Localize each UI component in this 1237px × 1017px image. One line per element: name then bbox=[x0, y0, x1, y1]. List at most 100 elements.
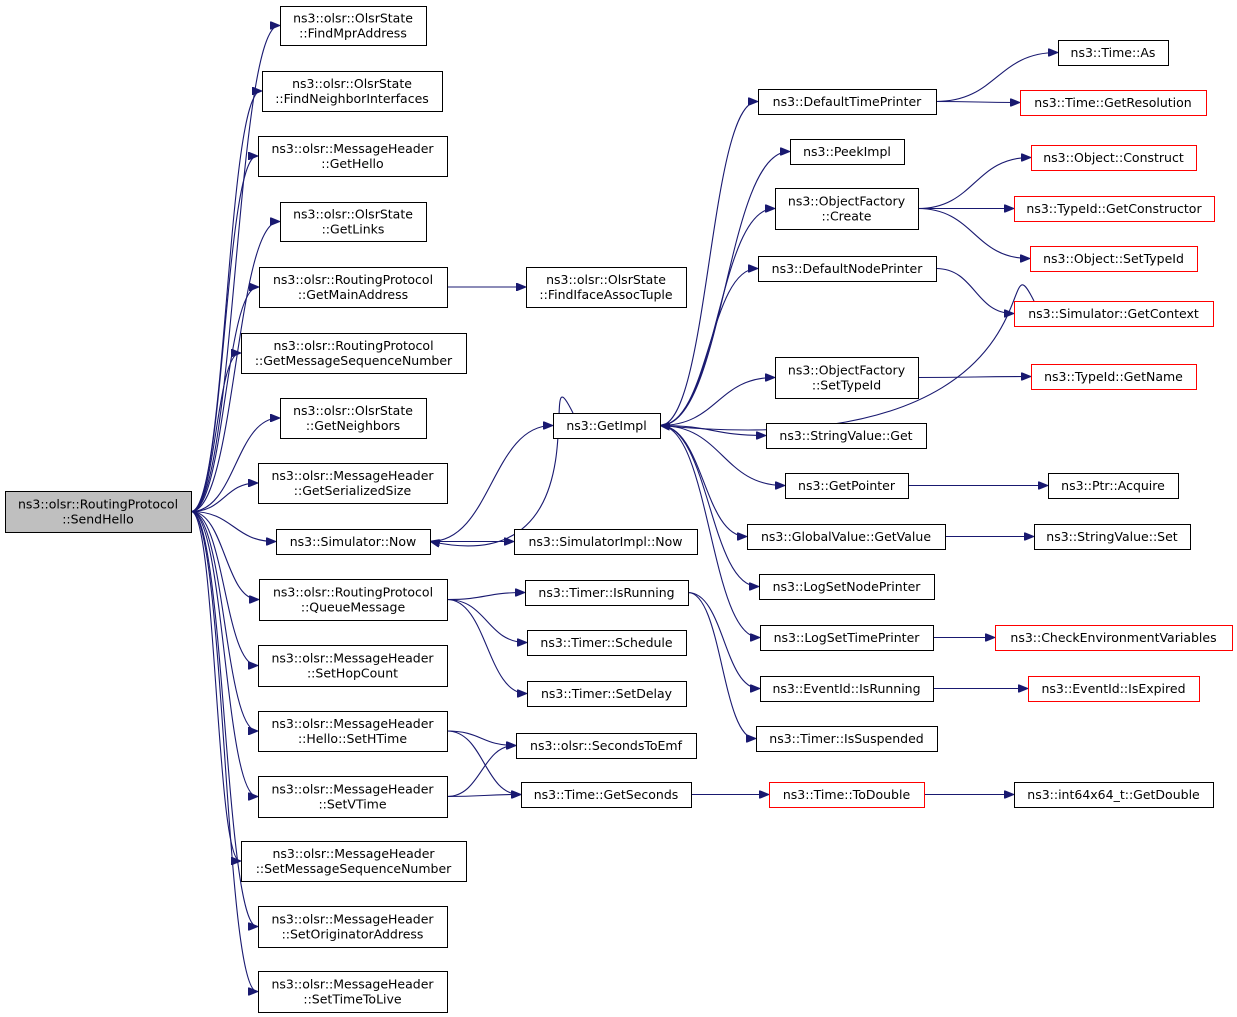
node-box bbox=[1048, 473, 1179, 499]
node-queueMsg[interactable]: ns3::olsr::RoutingProtocol::QueueMessage bbox=[259, 579, 448, 621]
node-box bbox=[280, 6, 427, 46]
node-getSerSize[interactable]: ns3::olsr::MessageHeader::GetSerializedS… bbox=[258, 463, 448, 504]
node-setMsgSeq[interactable]: ns3::olsr::MessageHeader::SetMessageSequ… bbox=[241, 841, 467, 882]
node-objSetTypeId[interactable]: ns3::Object::SetTypeId bbox=[1030, 246, 1198, 272]
node-box bbox=[1030, 246, 1198, 272]
node-timerIsSuspended[interactable]: ns3::Timer::IsSuspended bbox=[756, 726, 938, 752]
node-getNeighbors[interactable]: ns3::olsr::OlsrState::GetNeighbors bbox=[280, 398, 427, 439]
node-secondsToEmf[interactable]: ns3::olsr::SecondsToEmf bbox=[516, 733, 697, 759]
node-label: ns3::EventId::IsRunning bbox=[772, 681, 920, 696]
node-label: ::SetTypeId bbox=[812, 378, 881, 393]
node-root[interactable]: ns3::olsr::RoutingProtocol::SendHello bbox=[5, 491, 192, 533]
node-label: ns3::Time::GetResolution bbox=[1034, 95, 1191, 110]
node-box bbox=[775, 188, 919, 230]
node-box bbox=[258, 645, 448, 687]
node-getMainAddr[interactable]: ns3::olsr::RoutingProtocol::GetMainAddre… bbox=[259, 267, 448, 308]
node-label: ns3::int64x64_t::GetDouble bbox=[1027, 787, 1200, 802]
node-strValSet[interactable]: ns3::StringValue::Set bbox=[1034, 524, 1191, 550]
node-int64GetDouble[interactable]: ns3::int64x64_t::GetDouble bbox=[1014, 782, 1214, 808]
node-getLinks[interactable]: ns3::olsr::OlsrState::GetLinks bbox=[280, 202, 427, 242]
node-box bbox=[1034, 524, 1191, 550]
node-box bbox=[514, 529, 698, 555]
node-box bbox=[280, 202, 427, 242]
node-findIface[interactable]: ns3::olsr::OlsrState::FindIfaceAssocTupl… bbox=[526, 267, 687, 308]
node-findNeighIf[interactable]: ns3::olsr::OlsrState::FindNeighborInterf… bbox=[262, 71, 443, 112]
node-logSetNodePrinter[interactable]: ns3::LogSetNodePrinter bbox=[759, 574, 935, 600]
edge-defTimePrinter-to-timeGetRes bbox=[935, 102, 1019, 103]
node-getPointer[interactable]: ns3::GetPointer bbox=[785, 473, 909, 499]
node-timeToDouble[interactable]: ns3::Time::ToDouble bbox=[769, 782, 925, 808]
node-box bbox=[5, 491, 192, 533]
edge-timerIsRunning-to-eventIsRunning bbox=[687, 591, 759, 689]
node-box bbox=[241, 333, 467, 374]
node-getMsgSeq[interactable]: ns3::olsr::RoutingProtocol::GetMessageSe… bbox=[241, 333, 467, 374]
node-box bbox=[526, 267, 687, 308]
node-label: ::GetMessageSequenceNumber bbox=[255, 353, 453, 368]
edge-getImpl-to-logSetTimePrinter bbox=[659, 424, 759, 638]
node-label: ns3::Timer::IsRunning bbox=[538, 585, 674, 600]
node-eventIsRunning[interactable]: ns3::EventId::IsRunning bbox=[760, 676, 934, 702]
node-typeIdGetCtor[interactable]: ns3::TypeId::GetConstructor bbox=[1014, 196, 1215, 222]
node-box bbox=[1014, 196, 1215, 222]
node-getHello[interactable]: ns3::olsr::MessageHeader::GetHello bbox=[258, 136, 448, 177]
node-label: ns3::Object::SetTypeId bbox=[1043, 251, 1184, 266]
node-defNodePrinter[interactable]: ns3::DefaultNodePrinter bbox=[758, 256, 937, 282]
node-label: ns3::GlobalValue::GetValue bbox=[761, 529, 931, 544]
edge-root-to-getLinks bbox=[190, 222, 279, 513]
node-objConstruct[interactable]: ns3::Object::Construct bbox=[1031, 145, 1197, 171]
node-findMpr[interactable]: ns3::olsr::OlsrState::FindMprAddress bbox=[280, 6, 427, 46]
node-label: ns3::Object::Construct bbox=[1043, 150, 1184, 165]
node-label: ns3::olsr::OlsrState bbox=[546, 272, 666, 287]
edge-queueMsg-to-timerIsRunning bbox=[446, 593, 524, 601]
node-peekImpl[interactable]: ns3::PeekImpl bbox=[790, 139, 905, 165]
node-simGetContext[interactable]: ns3::Simulator::GetContext bbox=[1014, 301, 1214, 327]
node-setTTL[interactable]: ns3::olsr::MessageHeader::SetTimeToLive bbox=[258, 971, 448, 1013]
node-checkEnvVars[interactable]: ns3::CheckEnvironmentVariables bbox=[995, 625, 1233, 651]
node-label: ns3::LogSetTimePrinter bbox=[774, 630, 921, 645]
node-label: ns3::olsr::MessageHeader bbox=[271, 468, 434, 483]
node-label: ns3::olsr::OlsrState bbox=[293, 11, 413, 26]
node-globalGetValue[interactable]: ns3::GlobalValue::GetValue bbox=[747, 524, 946, 550]
node-setOrigAddr[interactable]: ns3::olsr::MessageHeader::SetOriginatorA… bbox=[258, 906, 448, 948]
node-setHopCount[interactable]: ns3::olsr::MessageHeader::SetHopCount bbox=[258, 645, 448, 687]
node-objFactSetTypeId[interactable]: ns3::ObjectFactory::SetTypeId bbox=[775, 357, 919, 399]
node-defTimePrinter[interactable]: ns3::DefaultTimePrinter bbox=[758, 89, 937, 115]
node-simNow[interactable]: ns3::Simulator::Now bbox=[276, 529, 431, 555]
node-setVTime[interactable]: ns3::olsr::MessageHeader::SetVTime bbox=[258, 776, 448, 818]
node-timerSchedule[interactable]: ns3::Timer::Schedule bbox=[527, 630, 687, 656]
edge-getImpl-to-defTimePrinter bbox=[659, 102, 757, 427]
edge-queueMsg-to-timerSetDelay bbox=[446, 598, 526, 694]
node-label: ns3::LogSetNodePrinter bbox=[773, 579, 922, 594]
node-label: ns3::Simulator::Now bbox=[290, 534, 417, 549]
node-typeIdGetName[interactable]: ns3::TypeId::GetName bbox=[1031, 364, 1197, 390]
node-timeAs[interactable]: ns3::Time::As bbox=[1058, 40, 1169, 66]
edge-root-to-findNeighIf bbox=[190, 91, 261, 513]
node-label: ns3::DefaultNodePrinter bbox=[772, 261, 924, 276]
node-box bbox=[790, 139, 905, 165]
node-timeGetSeconds[interactable]: ns3::Time::GetSeconds bbox=[521, 782, 692, 808]
node-label: ns3::olsr::RoutingProtocol bbox=[273, 272, 433, 287]
node-label: ns3::CheckEnvironmentVariables bbox=[1010, 630, 1216, 645]
edge-root-to-simNow bbox=[190, 510, 275, 542]
node-objFactCreate[interactable]: ns3::ObjectFactory::Create bbox=[775, 188, 919, 230]
node-box bbox=[516, 733, 697, 759]
edges-layer bbox=[190, 26, 1057, 992]
edge-root-to-setMsgSeq bbox=[190, 510, 240, 862]
node-label: ns3::olsr::MessageHeader bbox=[271, 651, 434, 666]
node-getImpl[interactable]: ns3::GetImpl bbox=[553, 413, 661, 439]
node-label: ns3::TypeId::GetConstructor bbox=[1026, 201, 1202, 216]
node-strValGet[interactable]: ns3::StringValue::Get bbox=[766, 423, 927, 449]
node-simImplNow[interactable]: ns3::SimulatorImpl::Now bbox=[514, 529, 698, 555]
node-helloSetHTime[interactable]: ns3::olsr::MessageHeader::Hello::SetHTim… bbox=[258, 711, 448, 752]
edge-objFactCreate-to-objSetTypeId bbox=[917, 207, 1029, 259]
edge-setVTime-to-secondsToEmf bbox=[446, 746, 515, 798]
node-timerIsRunning[interactable]: ns3::Timer::IsRunning bbox=[525, 580, 689, 606]
edge-objFactCreate-to-objConstruct bbox=[917, 158, 1030, 210]
node-eventIsExpired[interactable]: ns3::EventId::IsExpired bbox=[1028, 676, 1200, 702]
node-label: ns3::Timer::IsSuspended bbox=[769, 731, 923, 746]
node-logSetTimePrinter[interactable]: ns3::LogSetTimePrinter bbox=[760, 625, 934, 651]
node-timerSetDelay[interactable]: ns3::Timer::SetDelay bbox=[527, 681, 687, 707]
node-timeGetRes[interactable]: ns3::Time::GetResolution bbox=[1020, 90, 1207, 116]
node-ptrAcquire[interactable]: ns3::Ptr::Acquire bbox=[1048, 473, 1179, 499]
edge-root-to-queueMsg bbox=[190, 510, 258, 600]
